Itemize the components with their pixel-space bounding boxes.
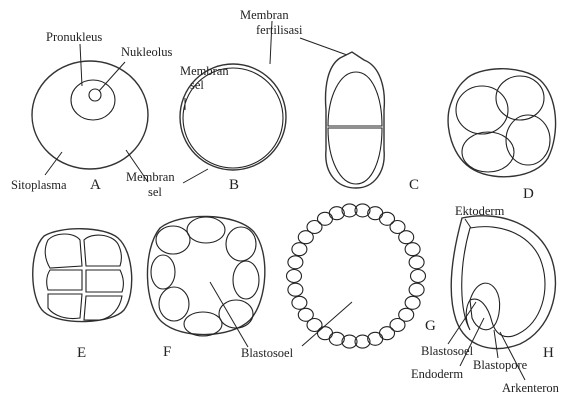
- blastomere-f-1: [156, 226, 190, 254]
- blastoderm-cell: [380, 327, 395, 340]
- stage-g-blastula: G: [287, 204, 437, 348]
- blastoderm-cell: [288, 256, 303, 269]
- blastoderm-cell: [380, 212, 395, 225]
- blastomere-e-5: [48, 294, 82, 319]
- blastoderm-cell: [298, 308, 313, 321]
- blastomere-e-1: [45, 234, 82, 268]
- ektoderm-label: Ektoderm: [455, 204, 505, 218]
- blastomere-e-3: [47, 270, 82, 290]
- blastomere-f-6: [184, 312, 222, 336]
- blastomere-e-2: [84, 235, 121, 266]
- blastoderm-cell: [318, 327, 333, 340]
- membran-sel-b-label-1: Membran: [180, 64, 229, 78]
- blastoderm-cell: [288, 283, 303, 296]
- blastomere-e-6: [84, 296, 122, 320]
- zygote-membrane: [32, 61, 148, 169]
- stage-a-zygote: Pronukleus Nukleolus Sitoplasma Membran …: [11, 30, 175, 193]
- stage-h-gastrula: Ektoderm Blastosoel Endoderm Blastopore …: [411, 204, 560, 394]
- pronucleus: [71, 80, 115, 120]
- stage-e-eight-cell: E: [33, 229, 132, 361]
- blastoderm-cell: [287, 270, 302, 283]
- ectoderm-inner: [462, 227, 545, 337]
- ektoderm-pointer: [465, 219, 471, 228]
- blastomere-f-7: [159, 287, 189, 321]
- blastosoel-h-pointer: [448, 302, 476, 344]
- pronukleus-label: Pronukleus: [46, 30, 102, 44]
- stage-label-b: B: [229, 177, 239, 193]
- stage-d-four-cell: D: [448, 69, 555, 202]
- membran-fertilisasi-pointer-c: [300, 38, 347, 55]
- blastoderm-cell: [307, 221, 322, 234]
- blastoderm-cell: [329, 332, 344, 345]
- blastoderm-cell: [318, 212, 333, 225]
- stage-f-blastula: F: [147, 216, 264, 360]
- sitoplasma-pointer: [45, 152, 62, 175]
- blastoderm-cell: [405, 243, 420, 256]
- blastomere-f-4: [233, 261, 259, 299]
- membran-sel-a-label-2: sel: [148, 185, 162, 199]
- stage-label-d: D: [523, 186, 534, 202]
- arkenteron-pointer: [500, 332, 525, 380]
- blastomere-d-4: [462, 132, 514, 172]
- stage-label-g: G: [425, 318, 436, 334]
- stage-label-c: C: [409, 177, 419, 193]
- pronukleus-pointer: [80, 44, 82, 86]
- blastopore-pointer: [494, 330, 498, 358]
- blastomere-f-3: [226, 227, 256, 261]
- stage-label-a: A: [90, 177, 101, 193]
- endoderm-label: Endoderm: [411, 367, 463, 381]
- blastoderm-cell: [399, 231, 414, 244]
- blastoderm-cell: [409, 256, 424, 269]
- sitoplasma-label: Sitoplasma: [11, 178, 67, 192]
- membran-sel-b-pointer-2: [183, 169, 208, 183]
- blastomere-d-2: [496, 76, 544, 120]
- blastosoel-label-f: Blastosoel: [241, 346, 294, 360]
- blastomere-f-2: [187, 217, 225, 243]
- archenteron: [470, 283, 500, 330]
- blastomere-f-8: [151, 255, 175, 289]
- blastosoel-label-h: Blastosoel: [421, 344, 474, 358]
- nukleolus-pointer: [99, 62, 125, 91]
- stage-label-h: H: [543, 345, 554, 361]
- blastomere-f-5: [219, 300, 253, 328]
- blastoderm-cell: [411, 270, 426, 283]
- stage-label-f: F: [163, 344, 171, 360]
- blastoderm-cell: [405, 296, 420, 309]
- blastoderm-cell: [292, 296, 307, 309]
- nukleolus-label: Nukleolus: [121, 45, 173, 59]
- blastomere-c-bottom: [328, 128, 382, 184]
- blastoderm-cell: [292, 243, 307, 256]
- membran-fertilisasi-label-1: Membran: [240, 8, 289, 22]
- membran-fertilisasi-label-2: fertilisasi: [256, 23, 303, 37]
- blastoderm-cell: [368, 207, 383, 220]
- blastoderm-ring: [287, 204, 426, 348]
- membran-sel-a-label-1: Membran: [126, 170, 175, 184]
- blastomere-e-4: [86, 270, 123, 292]
- ectoderm-outer: [451, 216, 555, 349]
- blastoderm-cell: [390, 319, 405, 332]
- blastoderm-cell: [409, 283, 424, 296]
- blastomere-c-top: [328, 72, 382, 126]
- stage-label-e: E: [77, 345, 86, 361]
- arkenteron-label: Arkenteron: [502, 381, 560, 394]
- membran-sel-b-label-2: sel: [190, 78, 204, 92]
- stage-c-two-cell: C: [326, 52, 420, 193]
- fertilization-membrane-f: [147, 216, 264, 334]
